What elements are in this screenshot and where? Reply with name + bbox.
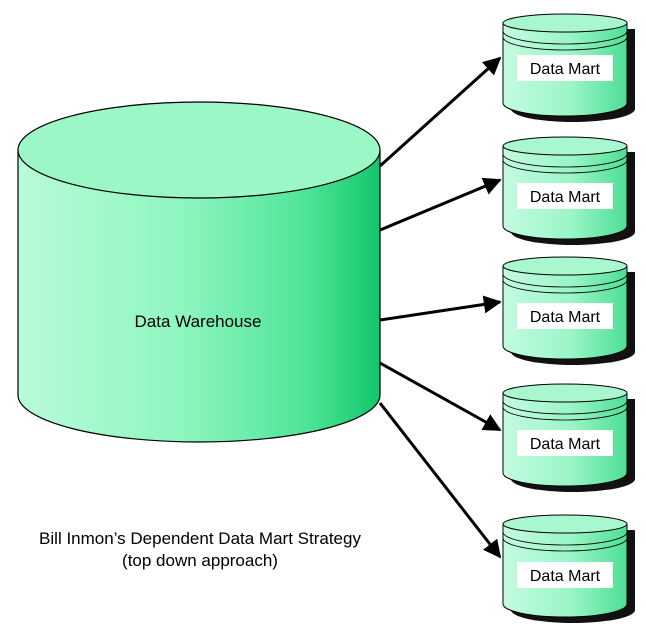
arrow-to-data-mart-1	[378, 56, 502, 168]
diagram-caption: Bill Inmon’s Dependent Data Mart Strateg…	[0, 528, 400, 572]
data-mart-top	[502, 514, 628, 534]
data-mart-top	[502, 256, 628, 276]
data-mart-3: Data Mart	[502, 256, 635, 365]
arrows	[378, 56, 502, 559]
data-mart-ring	[502, 159, 628, 174]
data-mart-ring	[502, 273, 628, 288]
data-mart-top	[502, 13, 628, 33]
data-mart-label: Data Mart	[530, 436, 601, 453]
data-mart-label: Data Mart	[530, 61, 601, 78]
data-warehouse-cylinder: Data Warehouse	[17, 101, 381, 443]
warehouse-top	[17, 101, 381, 199]
data-mart-label-box	[517, 303, 613, 329]
data-mart-top	[502, 383, 628, 403]
data-mart-ring	[502, 153, 628, 168]
data-mart-5: Data Mart	[502, 514, 635, 623]
data-mart-2: Data Mart	[502, 136, 635, 245]
data-mart-label-box	[517, 430, 613, 456]
caption-line-2: (top down approach)	[122, 551, 278, 570]
arrow-to-data-mart-5	[378, 402, 502, 559]
data-mart-1: Data Mart	[502, 13, 635, 122]
data-mart-label: Data Mart	[530, 309, 601, 326]
data-mart-ring	[502, 30, 628, 45]
data-mart-ring	[502, 400, 628, 415]
data-mart-ring	[502, 36, 628, 51]
data-mart-ring	[502, 537, 628, 552]
arrow-to-data-mart-4	[379, 361, 502, 432]
arrow-to-data-mart-3	[379, 295, 502, 322]
warehouse-body	[17, 149, 381, 443]
data-mart-ring	[502, 406, 628, 421]
data-mart-label-box	[517, 183, 613, 209]
arrow-to-data-mart-2	[379, 177, 502, 232]
data-mart-ring	[502, 279, 628, 294]
warehouse-label: Data Warehouse	[135, 312, 262, 331]
caption-line-1: Bill Inmon’s Dependent Data Mart Strateg…	[39, 529, 361, 548]
data-mart-label: Data Mart	[530, 189, 601, 206]
data-mart-ring	[502, 531, 628, 546]
data-mart-label: Data Mart	[530, 568, 601, 585]
data-mart-top	[502, 136, 628, 156]
data-mart-label-box	[517, 562, 613, 588]
data-mart-label-box	[517, 55, 613, 81]
data-mart-4: Data Mart	[502, 383, 635, 492]
